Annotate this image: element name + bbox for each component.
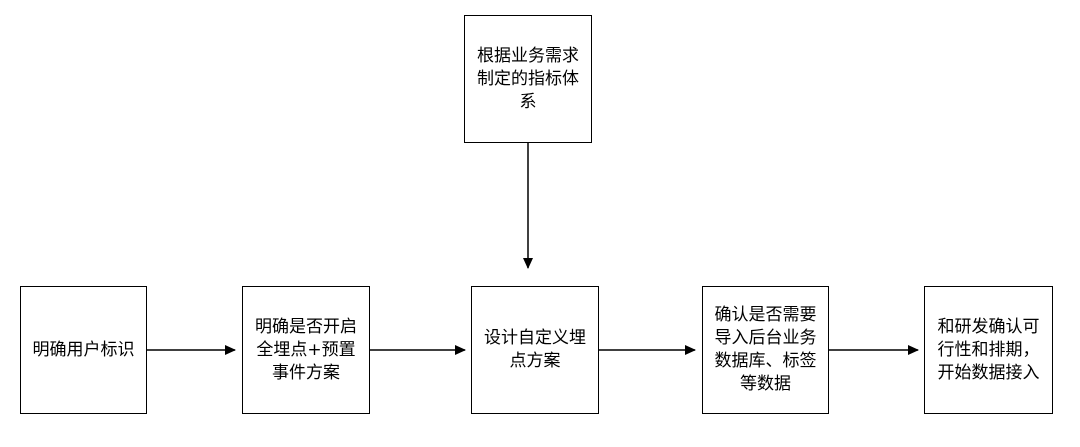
- node-label: 明确用户标识: [32, 339, 135, 360]
- node-label: 设计自定义埋点方案: [484, 328, 586, 371]
- node-indicator-system: 根据业务需求制定的指标体系: [464, 15, 592, 143]
- node-label: 明确是否开启全埋点+预置事件方案: [255, 316, 357, 383]
- node-full-tracking: 明确是否开启全埋点+预置事件方案: [242, 286, 370, 414]
- node-label: 和研发确认可行性和排期，开始数据接入: [937, 316, 1040, 383]
- node-label: 确认是否需要导入后台业务数据库、标签等数据: [714, 305, 817, 394]
- node-custom-tracking: 设计自定义埋点方案: [471, 286, 599, 414]
- node-label: 根据业务需求制定的指标体系: [477, 45, 579, 112]
- node-import-data: 确认是否需要导入后台业务数据库、标签等数据: [702, 286, 829, 414]
- node-user-id: 明确用户标识: [20, 286, 147, 414]
- node-confirm-dev: 和研发确认可行性和排期，开始数据接入: [924, 286, 1053, 414]
